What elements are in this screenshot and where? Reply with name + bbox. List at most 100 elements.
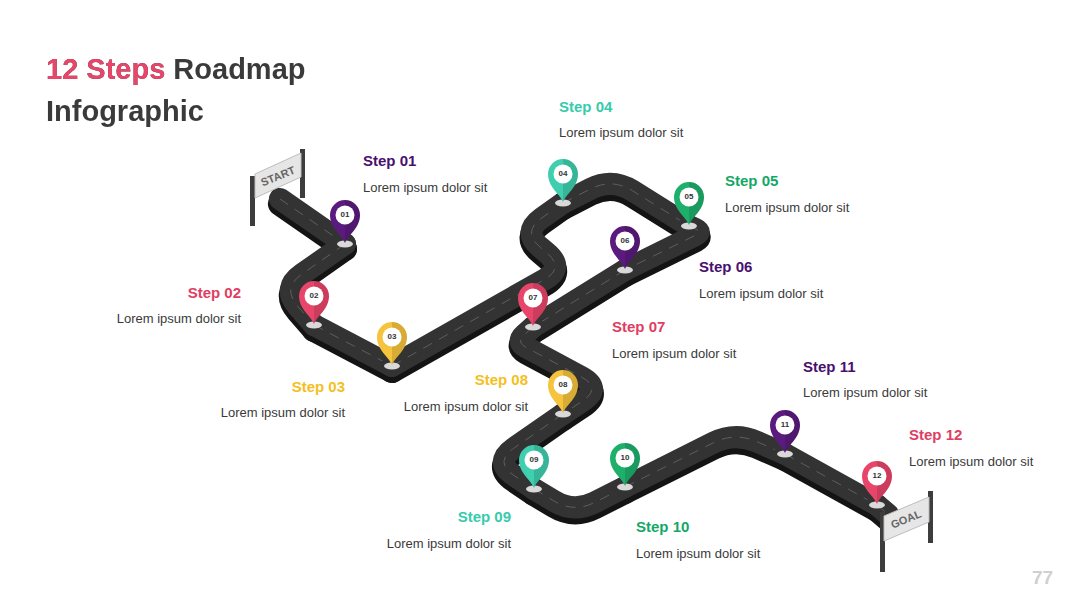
step-description: Lorem ipsum dolor sit bbox=[387, 536, 511, 552]
pin-shape bbox=[375, 320, 409, 370]
start-sign: START bbox=[246, 146, 310, 230]
road-surface bbox=[534, 487, 625, 507]
step-heading: Step 02 bbox=[188, 284, 241, 302]
pin-number: 05 bbox=[672, 192, 706, 202]
step-description: Lorem ipsum dolor sit bbox=[636, 546, 760, 562]
sign-panel bbox=[255, 153, 301, 198]
road-surface bbox=[504, 414, 563, 489]
road-segment bbox=[563, 184, 689, 226]
step-heading: Step 07 bbox=[612, 318, 665, 336]
step-heading: Step 12 bbox=[909, 426, 962, 444]
step-heading: Step 01 bbox=[363, 152, 416, 170]
pin-number: 12 bbox=[860, 471, 894, 481]
map-pin: 04Step 04Lorem ipsum dolor sit bbox=[546, 157, 580, 207]
road-surface bbox=[521, 327, 592, 414]
road-surface bbox=[563, 184, 689, 226]
road-center-line bbox=[533, 270, 625, 327]
pin-number: 04 bbox=[546, 169, 580, 179]
pin-number: 07 bbox=[516, 293, 550, 303]
pin-shape bbox=[517, 443, 551, 493]
pin-number: 08 bbox=[546, 380, 580, 390]
road-segment bbox=[521, 327, 592, 414]
road-segment bbox=[625, 226, 699, 270]
road-center-line bbox=[291, 244, 345, 325]
road-center-line bbox=[521, 327, 592, 414]
road-side-layer bbox=[280, 189, 888, 520]
road-surface bbox=[291, 244, 345, 325]
step-description: Lorem ipsum dolor sit bbox=[803, 385, 927, 401]
map-pin: 10Step 10Lorem ipsum dolor sit bbox=[608, 441, 642, 491]
sign-shape bbox=[876, 488, 936, 576]
map-pin: 12Step 12Lorem ipsum dolor sit bbox=[860, 459, 894, 509]
pin-number: 11 bbox=[768, 420, 802, 430]
map-pin: 07Step 07Lorem ipsum dolor sit bbox=[516, 281, 550, 331]
pin-body bbox=[519, 445, 549, 488]
step-heading: Step 11 bbox=[803, 358, 856, 376]
road-center-line bbox=[534, 487, 625, 507]
pin-body bbox=[518, 283, 548, 326]
pin-body bbox=[377, 322, 407, 365]
pin-shape bbox=[546, 368, 580, 418]
road-segment bbox=[291, 244, 345, 325]
map-pin: 06Step 06Lorem ipsum dolor sit bbox=[608, 224, 642, 274]
map-pin: 05Step 05Lorem ipsum dolor sit bbox=[672, 180, 706, 230]
step-description: Lorem ipsum dolor sit bbox=[699, 286, 823, 302]
pin-shape bbox=[768, 408, 802, 458]
pin-shape bbox=[672, 180, 706, 230]
pin-body bbox=[610, 443, 640, 486]
pin-body bbox=[548, 370, 578, 413]
step-description: Lorem ipsum dolor sit bbox=[117, 311, 241, 327]
step-description: Lorem ipsum dolor sit bbox=[612, 346, 736, 362]
pin-body bbox=[862, 461, 892, 504]
pin-shape bbox=[546, 157, 580, 207]
map-pin: 08Step 08Lorem ipsum dolor sit bbox=[546, 368, 580, 418]
sign-panel bbox=[884, 497, 929, 541]
page-number: 77 bbox=[1032, 567, 1053, 589]
step-heading: Step 08 bbox=[475, 371, 528, 389]
step-description: Lorem ipsum dolor sit bbox=[363, 180, 487, 196]
step-description: Lorem ipsum dolor sit bbox=[725, 200, 849, 216]
map-pin: 09Step 09Lorem ipsum dolor sit bbox=[517, 443, 551, 493]
road-segment bbox=[534, 487, 625, 507]
sign-shape bbox=[246, 146, 310, 230]
pin-shape bbox=[860, 459, 894, 509]
pin-number: 02 bbox=[297, 291, 331, 301]
step-heading: Step 05 bbox=[725, 172, 778, 190]
pin-shape bbox=[328, 198, 362, 248]
step-heading: Step 06 bbox=[699, 258, 752, 276]
road-center-line bbox=[563, 184, 689, 226]
step-heading: Step 04 bbox=[559, 98, 612, 116]
goal-sign: GOAL bbox=[876, 488, 936, 576]
pin-shape bbox=[608, 441, 642, 491]
pin-body bbox=[548, 159, 578, 202]
step-description: Lorem ipsum dolor sit bbox=[221, 405, 345, 421]
pin-body bbox=[610, 226, 640, 269]
road-segment bbox=[625, 437, 785, 487]
pin-number: 09 bbox=[517, 455, 551, 465]
pin-shape bbox=[297, 279, 331, 329]
step-description: Lorem ipsum dolor sit bbox=[909, 454, 1033, 470]
step-description: Lorem ipsum dolor sit bbox=[404, 399, 528, 415]
pin-number: 06 bbox=[608, 236, 642, 246]
road-center-line bbox=[625, 226, 699, 270]
pin-body bbox=[299, 281, 329, 324]
map-pin: 02Step 02Lorem ipsum dolor sit bbox=[297, 279, 331, 329]
pin-body bbox=[674, 182, 704, 225]
pin-shape bbox=[516, 281, 550, 331]
road-surface bbox=[625, 226, 699, 270]
step-description: Lorem ipsum dolor sit bbox=[559, 125, 683, 141]
title: 12 Steps Roadmap Infographic bbox=[46, 48, 366, 132]
road-surface bbox=[625, 437, 785, 487]
pin-number: 03 bbox=[375, 332, 409, 342]
pin-body bbox=[770, 410, 800, 453]
road-center-line bbox=[625, 437, 785, 487]
road-center-line bbox=[504, 414, 563, 489]
pin-number: 10 bbox=[608, 453, 642, 463]
road-segment bbox=[504, 414, 563, 489]
map-pin: 11Step 11Lorem ipsum dolor sit bbox=[768, 408, 802, 458]
map-pin: 01Step 01Lorem ipsum dolor sit bbox=[328, 198, 362, 248]
step-heading: Step 10 bbox=[636, 518, 689, 536]
pin-body bbox=[330, 200, 360, 243]
step-heading: Step 03 bbox=[292, 378, 345, 396]
